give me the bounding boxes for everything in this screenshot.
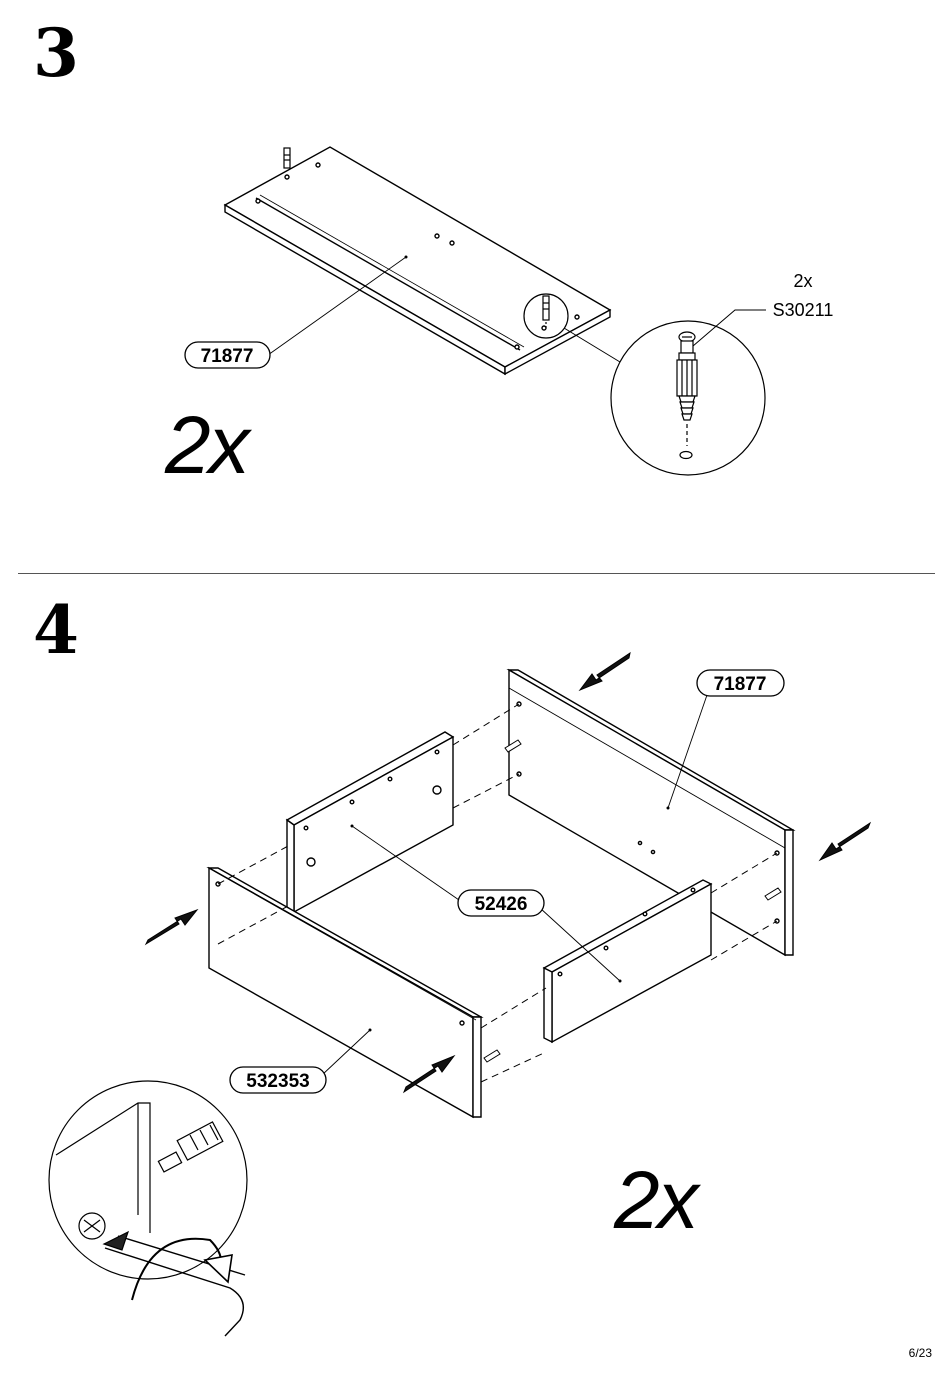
cam-bolt-zoom-circle <box>611 321 765 475</box>
svg-text:52426: 52426 <box>475 894 528 915</box>
svg-text:71877: 71877 <box>714 674 767 695</box>
dowel-icon-small <box>284 148 290 168</box>
zoom-leader <box>564 328 620 362</box>
right-side-panel-52426 <box>544 880 711 1042</box>
screwdriver-detail-circle <box>49 1081 247 1336</box>
left-side-panel-52426 <box>287 732 453 912</box>
svg-text:71877: 71877 <box>201 346 254 367</box>
svg-text:532353: 532353 <box>246 1071 309 1092</box>
panel-71877-step3 <box>225 147 610 374</box>
